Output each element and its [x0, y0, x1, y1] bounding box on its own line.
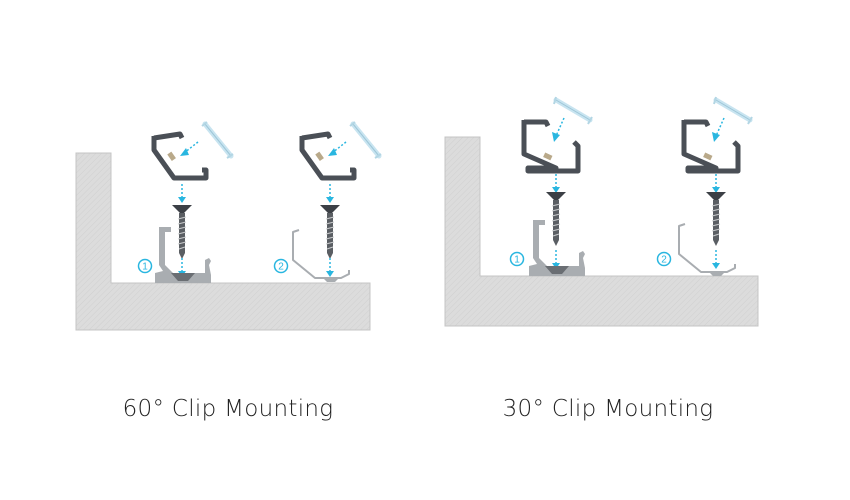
diffuser — [202, 122, 233, 158]
unit-60-clip-2: 2 — [273, 122, 382, 283]
led-profile-30 — [684, 120, 738, 171]
number-label: 1 — [142, 262, 148, 273]
arrow-icon — [711, 117, 725, 143]
diffuser — [350, 122, 381, 158]
clip-type-2 — [292, 229, 350, 283]
title-60-clip-mounting: 60° Clip Mounting — [122, 396, 334, 422]
arrow-down-icon — [325, 257, 335, 278]
arrow-down-icon — [711, 173, 721, 194]
arrow-down-icon — [177, 183, 187, 204]
arrow-icon — [327, 141, 347, 157]
number-label: 1 — [514, 255, 520, 266]
arrow-down-icon — [325, 183, 335, 204]
number-badge — [509, 251, 525, 267]
screw-icon — [705, 191, 727, 247]
arrow-icon — [179, 141, 199, 157]
arrow-down-icon — [711, 249, 721, 270]
arrow-icon — [551, 117, 565, 143]
screw-icon — [171, 204, 193, 260]
led-profile-30 — [524, 120, 578, 171]
screw-icon — [545, 191, 567, 247]
wall-60 — [75, 152, 371, 331]
screw-icon — [319, 204, 341, 260]
number-label: 2 — [278, 262, 284, 273]
diffuser — [714, 97, 752, 124]
unit-60-clip-1: 1 — [137, 122, 234, 283]
unit-30-clip-2: 2 — [656, 97, 753, 277]
number-badge — [137, 258, 153, 274]
number-badge — [656, 251, 672, 267]
arrow-down-icon — [551, 173, 561, 194]
number-badge — [273, 258, 289, 274]
title-30-clip-mounting: 30° Clip Mounting — [502, 396, 714, 422]
diffuser — [554, 97, 592, 124]
number-label: 2 — [661, 255, 667, 266]
clip-type-2 — [678, 223, 736, 277]
wall-30 — [444, 136, 759, 327]
unit-30-clip-1: 1 — [509, 97, 593, 276]
